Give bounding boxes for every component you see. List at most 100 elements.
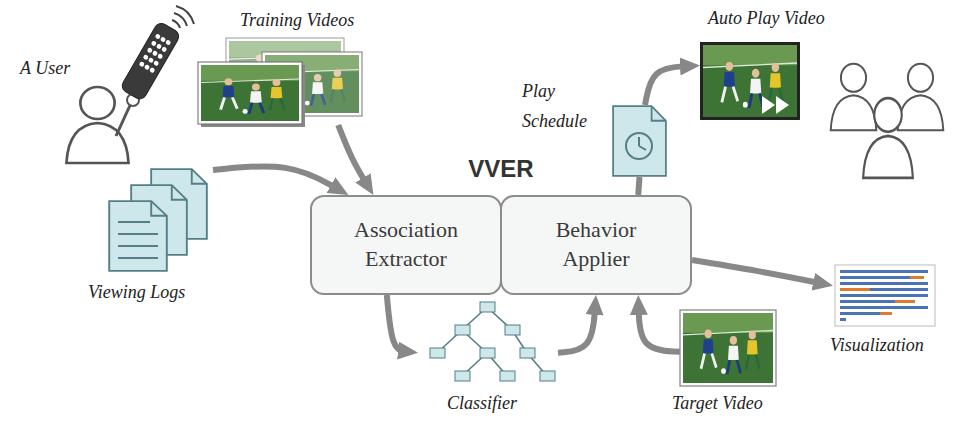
tree-node [480, 348, 495, 358]
person [863, 98, 913, 178]
clock-hands [639, 137, 646, 150]
bar [910, 276, 924, 279]
bar [840, 312, 880, 315]
remote-button [155, 33, 162, 40]
bar [840, 300, 895, 303]
target-video: Target Video [680, 310, 776, 386]
flow-arrow [558, 307, 595, 353]
bar [880, 312, 892, 315]
video-still [683, 313, 773, 383]
document [613, 106, 666, 176]
caption: Auto Play Video [708, 8, 825, 29]
remote-button [139, 61, 146, 68]
flow-arrow [692, 260, 821, 283]
remote-button [149, 67, 156, 74]
tree-node [500, 371, 515, 381]
caption: Classifier [447, 393, 517, 414]
caption: Target Video [672, 393, 763, 414]
video-still [703, 45, 797, 117]
video-stack [198, 38, 362, 127]
person [898, 64, 944, 131]
bar [840, 294, 928, 297]
box-label: Behavior Applier [526, 216, 666, 273]
bar [840, 276, 910, 279]
visualization-chart [835, 265, 935, 326]
remote-button [160, 36, 167, 43]
tree-node [520, 348, 535, 358]
remote-button [152, 50, 159, 57]
viewing-logs: Viewing Logs [108, 168, 213, 273]
remote-button [161, 46, 168, 53]
system-group: VVERAssociation ExtractorBehavior Applie… [310, 195, 692, 295]
document [109, 201, 167, 271]
bar [840, 282, 928, 285]
process-box: Association Extractor [310, 195, 502, 295]
system-title: VVER [310, 155, 692, 183]
bar [840, 318, 846, 321]
auto-play-video: Auto Play Video [700, 42, 800, 120]
tree-node [455, 325, 470, 335]
audience [831, 64, 944, 178]
flow-arrow [387, 295, 406, 352]
tree-node [455, 371, 470, 381]
text-lines [118, 222, 158, 258]
clock-face [626, 133, 652, 159]
remote-button [143, 54, 150, 61]
bar [840, 270, 928, 273]
target-video-frame [680, 310, 776, 386]
bar [870, 288, 928, 291]
schedule-document [613, 106, 666, 176]
bar [840, 306, 928, 309]
caption: Visualization [830, 335, 924, 356]
tree-node [540, 371, 555, 381]
signal-waves [172, 6, 194, 28]
remote-button [157, 53, 164, 60]
user-figure [66, 87, 139, 163]
remote-button [165, 39, 172, 46]
remote-button [144, 64, 151, 71]
log-documents [109, 169, 207, 271]
caption: A User [20, 58, 70, 79]
fast-forward-symbol [762, 96, 789, 114]
auto-play-frame [700, 42, 800, 120]
bar [840, 288, 870, 291]
box-label: Association Extractor [331, 216, 481, 273]
person [66, 87, 128, 163]
remote-control [120, 21, 182, 102]
flow-arrow [638, 177, 639, 195]
flow-arrow [338, 125, 367, 185]
caption: Training Videos [240, 10, 354, 31]
remote-button [148, 57, 155, 64]
video-frame [680, 310, 776, 386]
remote-button [156, 43, 163, 50]
person [831, 64, 877, 131]
remote-button [151, 40, 158, 47]
remote-body [120, 21, 182, 102]
tree-node [505, 325, 520, 335]
process-box: Behavior Applier [500, 195, 692, 295]
tree-branches [437, 307, 547, 376]
video-still [201, 65, 299, 121]
caption: Viewing Logs [88, 282, 185, 303]
caption: Play Schedule [522, 76, 602, 136]
decision-tree [430, 302, 555, 381]
bar [895, 300, 915, 303]
arm [116, 101, 132, 136]
video-frame [198, 62, 302, 124]
play-schedule: Play Schedule [612, 105, 667, 177]
flow-arrow [645, 66, 688, 105]
classifier: Classifier [418, 300, 558, 388]
remote-button [153, 60, 160, 67]
chart-panel [835, 265, 935, 326]
training-videos: Training Videos [198, 38, 363, 125]
flow-arrow [213, 166, 338, 189]
frame-shadow [201, 65, 305, 127]
tree-node [480, 302, 495, 312]
tree-node [430, 348, 445, 358]
video-frame [700, 42, 800, 120]
user-figure: A User [55, 25, 185, 165]
remote-button [147, 47, 154, 54]
visualization: Visualization [833, 263, 937, 328]
flow-arrow [639, 307, 680, 352]
